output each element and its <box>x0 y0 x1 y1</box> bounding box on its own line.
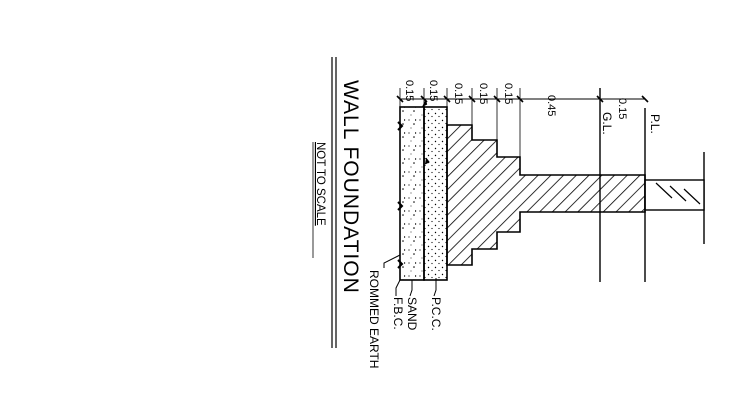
dim-sand: 0.15 <box>427 80 439 101</box>
dim-step-1: 0.15 <box>477 83 489 104</box>
dim-depth-below-gl: 0.45 <box>545 95 557 116</box>
dim-fbc: 0.15 <box>403 80 415 101</box>
stepped-masonry-footing <box>446 124 646 266</box>
ground-level-label: G.L. <box>600 112 614 135</box>
drawing-title: WALL FOUNDATION <box>339 80 362 294</box>
title-block: WALL FOUNDATION NOT TO SCALE <box>312 57 362 348</box>
pcc-layer <box>423 106 448 281</box>
rammed-earth-marks <box>397 99 430 269</box>
wall-above-plinth <box>644 179 705 211</box>
dim-pcc: 0.15 <box>452 83 464 104</box>
sand-layer <box>399 106 425 281</box>
plinth-level-label: P.L. <box>648 114 662 134</box>
sand-label: SAND <box>405 297 419 331</box>
scale-note: NOT TO SCALE <box>314 142 326 226</box>
fbc-label: F.B.C. <box>391 297 405 330</box>
dim-step-2: 0.15 <box>502 83 514 104</box>
dim-plinth-height: 0.15 <box>616 98 628 119</box>
pcc-label: P.C.C. <box>429 297 443 331</box>
rammed-earth-label: ROMMED EARTH <box>367 270 381 368</box>
dimension-chain: 0.15 0.15 0.15 0.15 0.15 0.45 0.15 <box>396 80 649 175</box>
layer-labels: P.C.C. SAND F.B.C. ROMMED EARTH <box>367 254 443 368</box>
